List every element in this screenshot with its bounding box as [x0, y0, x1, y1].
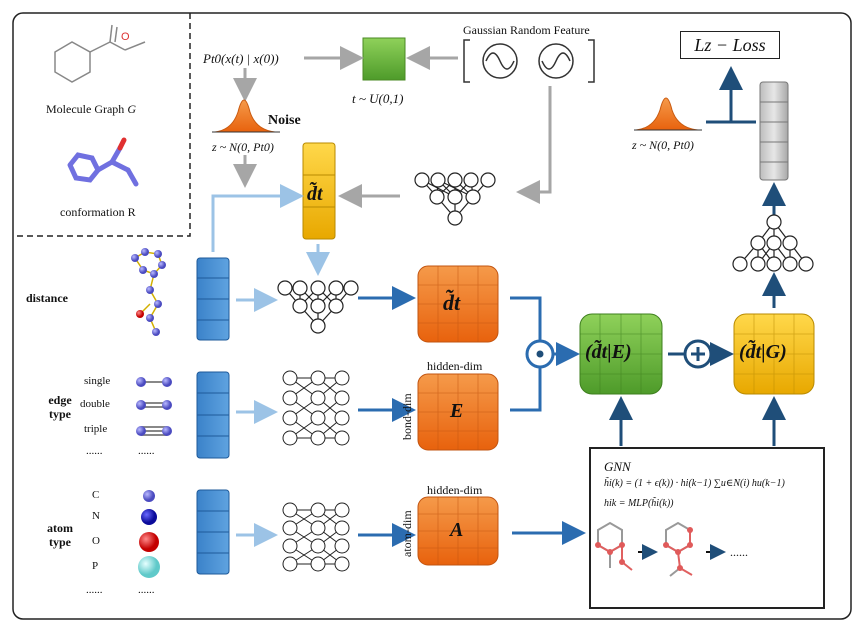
- hidden-dim-label-1: hidden-dim: [427, 359, 483, 373]
- edge-type-double: double: [80, 398, 110, 410]
- t-expression: t ~ U(0,1): [352, 91, 404, 106]
- top-mlp: [414, 172, 496, 226]
- noise-label: Noise: [268, 113, 301, 128]
- atom-mlp: [282, 502, 350, 572]
- gnn-ellipsis: ......: [730, 545, 748, 559]
- gnn-equation-1: h̃i(k) = (1 + ϵ(k)) · hi(k−1) ∑u∈N(i) hu…: [604, 478, 785, 489]
- gaussian-feature-label: Gaussian Random Feature: [463, 23, 590, 37]
- gnn-box: [589, 447, 825, 609]
- edge-type-more-2: ......: [138, 445, 155, 457]
- atom-type-o: O: [92, 535, 100, 547]
- dt-block-label: d̃t: [443, 290, 461, 315]
- atom-type-c: C: [92, 489, 100, 501]
- molecule-graph-symbol: G: [127, 102, 136, 116]
- row-label-atom-type: type: [49, 535, 71, 549]
- hidden-dim-label-2: hidden-dim: [427, 483, 483, 497]
- row-label-distance: distance: [26, 291, 68, 305]
- atom-type-more: ......: [86, 584, 103, 596]
- noise-distribution: [214, 99, 276, 133]
- atom-type-more-2: ......: [138, 584, 155, 596]
- oxygen-label: O: [121, 31, 130, 43]
- atom-dim-label: atom-dim: [400, 510, 414, 557]
- edge-type-more: ......: [86, 445, 103, 457]
- edge-type-single: single: [84, 375, 111, 387]
- e-block-label: E: [450, 400, 464, 422]
- embedding-vectors: [196, 257, 230, 575]
- atom-type-p: P: [92, 560, 99, 572]
- conformation-drawing: [67, 145, 139, 187]
- loss-box: Lz − Loss: [680, 31, 780, 59]
- gnn-equation-2: hik = MLP(h̃i(k)): [604, 498, 674, 509]
- edge-type-triple: triple: [84, 423, 108, 435]
- right-mlp: [732, 214, 814, 272]
- molecule-graph-label: Molecule Graph G: [46, 103, 136, 115]
- atom-type-n: N: [92, 510, 100, 522]
- outer-frame: [12, 12, 852, 620]
- z-expression-left: z ~ N(0, Pt0): [212, 140, 274, 154]
- bond-dim-label: bond-dim: [400, 393, 414, 440]
- dt-vector-label: d̃t: [307, 183, 323, 205]
- edge-mlp: [282, 370, 350, 446]
- t-sample-square: [362, 37, 406, 81]
- a-block-label: A: [450, 519, 464, 541]
- row-label-edge: edge: [48, 393, 72, 407]
- molecule-graph-text: Molecule Graph: [46, 102, 125, 116]
- atom-glyphs: [138, 490, 160, 578]
- conformation-label: conformation R: [60, 205, 136, 219]
- z-expression-right: z ~ N(0, Pt0): [632, 138, 694, 152]
- molecule-box-border: [13, 13, 191, 237]
- combined-g-label: (d̃t|G): [739, 341, 787, 363]
- row-label-edge-type: type: [49, 407, 71, 421]
- output-gray-vector: [759, 81, 789, 181]
- noise-distribution-right: [635, 97, 699, 131]
- row-label-atom: atom: [47, 521, 73, 535]
- distance-mlp: [277, 280, 359, 334]
- p-expression: Pt0(x(t) | x(0)): [203, 51, 279, 66]
- combined-e-label: (d̃t|E): [585, 341, 632, 363]
- edge-bond-glyphs: [136, 377, 172, 436]
- distance-atoms: [131, 248, 166, 336]
- gnn-title: GNN: [604, 459, 631, 474]
- molecule-graph-drawing: [54, 24, 146, 83]
